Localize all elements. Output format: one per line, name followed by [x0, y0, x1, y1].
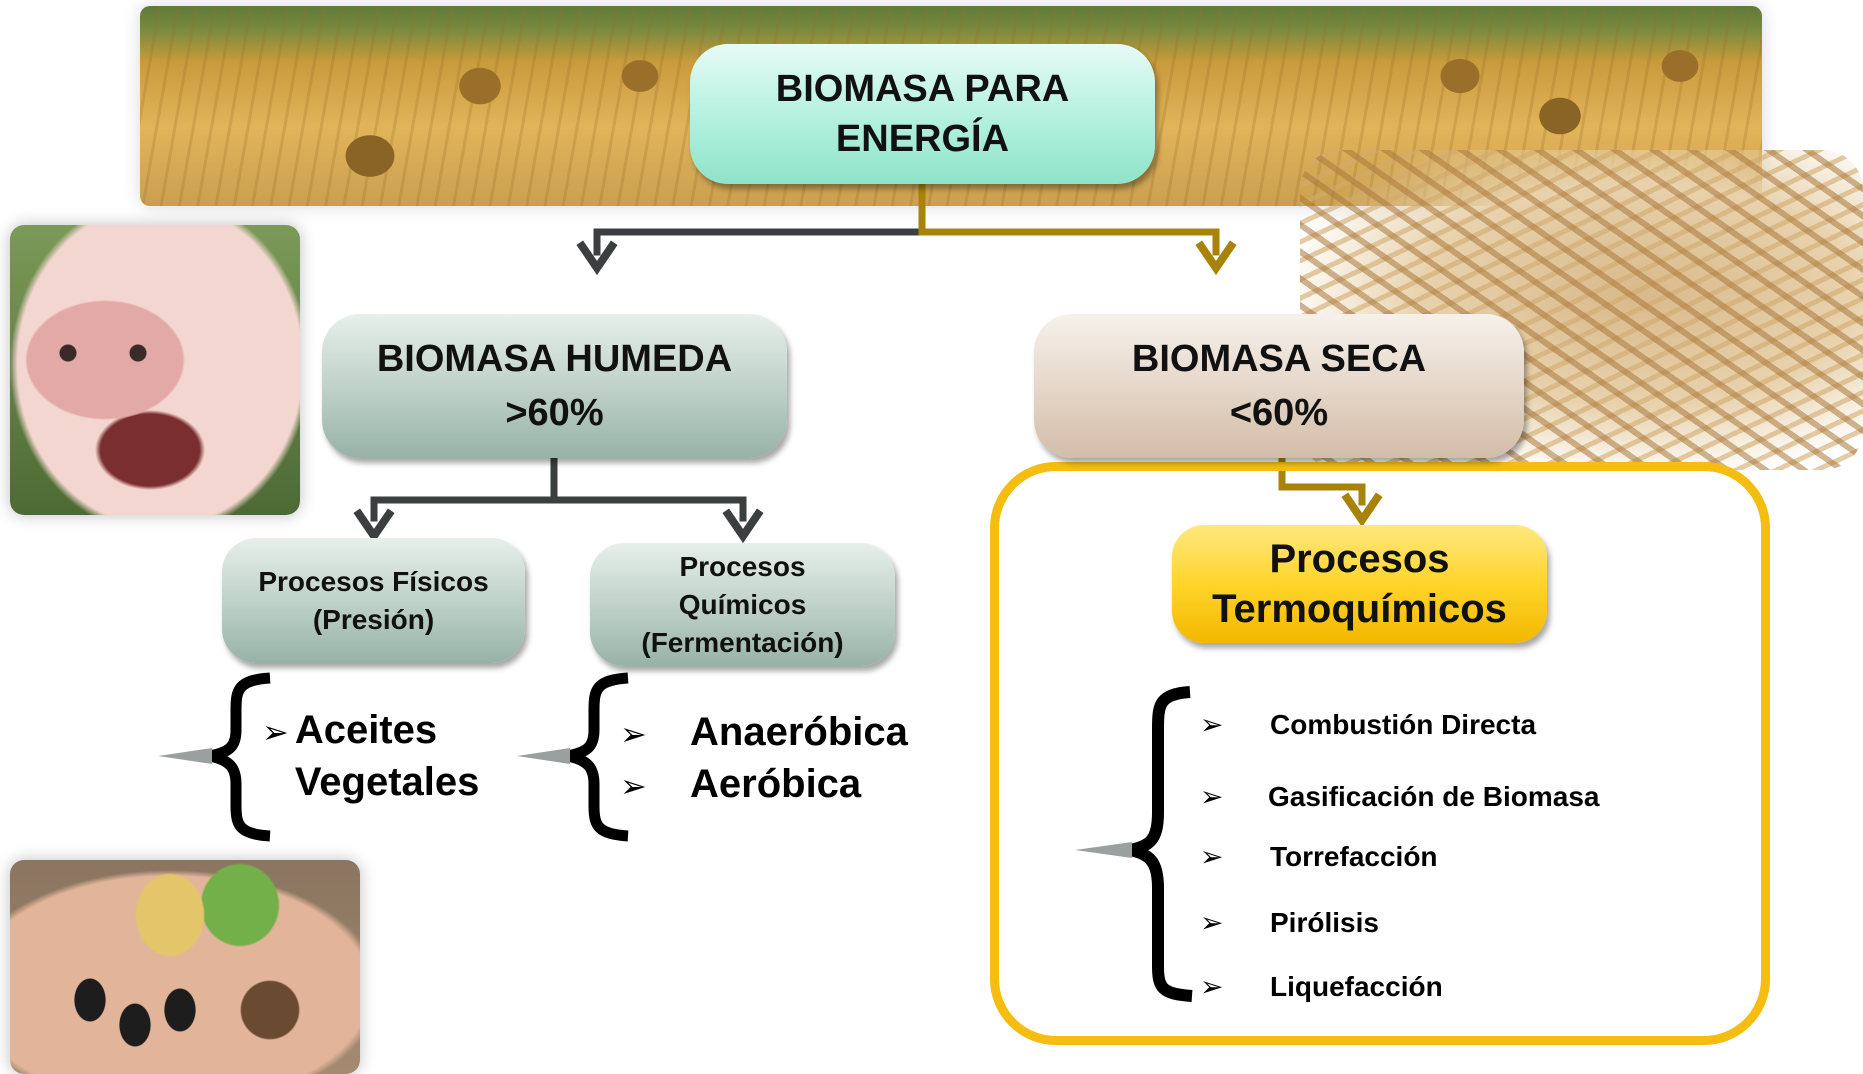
bullet-arrow-icon: ➢ [1200, 907, 1224, 938]
arrowhead-thermo [1341, 492, 1383, 528]
physical-item-label: Aceites Vegetales [294, 708, 480, 804]
wet-biomass-node: BIOMASA HUMEDA >60% [322, 314, 787, 458]
arrowhead-chemical [722, 508, 764, 544]
seeds-in-hand-photo [10, 860, 360, 1074]
bullet-arrow-icon: ➢ [262, 714, 289, 750]
list-item: ➢ Liquefacción [1200, 970, 1443, 1003]
arrow-root-to-dry [918, 180, 1220, 256]
arrow-wet-to-physical [370, 454, 558, 522]
bullet-arrow-icon: ➢ [620, 768, 647, 804]
pig-photo [10, 225, 300, 515]
bullet-arrow-icon: ➢ [620, 716, 647, 752]
bullet-arrow-icon: ➢ [1200, 709, 1224, 740]
chemical-processes-node: Procesos Químicos (Fermentación) [590, 543, 895, 666]
list-item: ➢ Torrefacción [1200, 840, 1438, 873]
brace-pointer-thermo [1075, 842, 1132, 858]
thermo-item-label: Combustión Directa [1270, 709, 1537, 740]
wet-biomass-title: BIOMASA HUMEDA [376, 338, 733, 380]
arrow-wet-to-chemical [550, 454, 747, 522]
dry-biomass-node: BIOMASA SECA <60% [1034, 314, 1524, 458]
thermochemical-processes-node: Procesos Termoquímicos [1172, 525, 1547, 643]
arrowhead-physical [353, 508, 395, 544]
wet-biomass-threshold: >60% [505, 392, 604, 434]
thermo-item-label: Torrefacción [1270, 841, 1438, 872]
physical-processes-node: Procesos Físicos (Presión) [222, 538, 525, 663]
list-item: ➢ Gasificación de Biomasa [1200, 780, 1599, 813]
brace-physical [204, 672, 271, 842]
root-node: BIOMASA PARA ENERGÍA [690, 44, 1155, 184]
dry-biomass-threshold: <60% [1229, 392, 1329, 434]
brace-pointer-chemical [517, 748, 570, 764]
thermo-item-label: Pirólisis [1270, 907, 1379, 938]
thermo-item-label: Gasificación de Biomasa [1268, 781, 1600, 812]
bullet-arrow-icon: ➢ [1200, 781, 1224, 812]
thermo-item-label: Liquefacción [1270, 971, 1443, 1002]
list-item: ➢ Aeróbica [620, 758, 861, 812]
list-item: ➢ Combustión Directa [1200, 708, 1536, 741]
list-item: ➢ Pirólisis [1200, 906, 1379, 939]
chemical-item-label: Anaeróbica [690, 710, 908, 754]
dry-biomass-title: BIOMASA SECA [1131, 338, 1427, 380]
brace-chemical [562, 672, 629, 842]
arrowhead-dry [1195, 240, 1237, 276]
arrowhead-wet [576, 240, 618, 276]
brace-pointer-physical [158, 748, 212, 764]
chemical-item-label: Aeróbica [690, 762, 862, 806]
list-item: ➢ Anaeróbica [620, 706, 908, 760]
arrow-root-to-wet [593, 180, 926, 256]
list-item: ➢ Aceites Vegetales [262, 704, 479, 808]
thermochemical-panel [990, 462, 1770, 1045]
bullet-arrow-icon: ➢ [1200, 841, 1224, 872]
bullet-arrow-icon: ➢ [1200, 971, 1224, 1002]
